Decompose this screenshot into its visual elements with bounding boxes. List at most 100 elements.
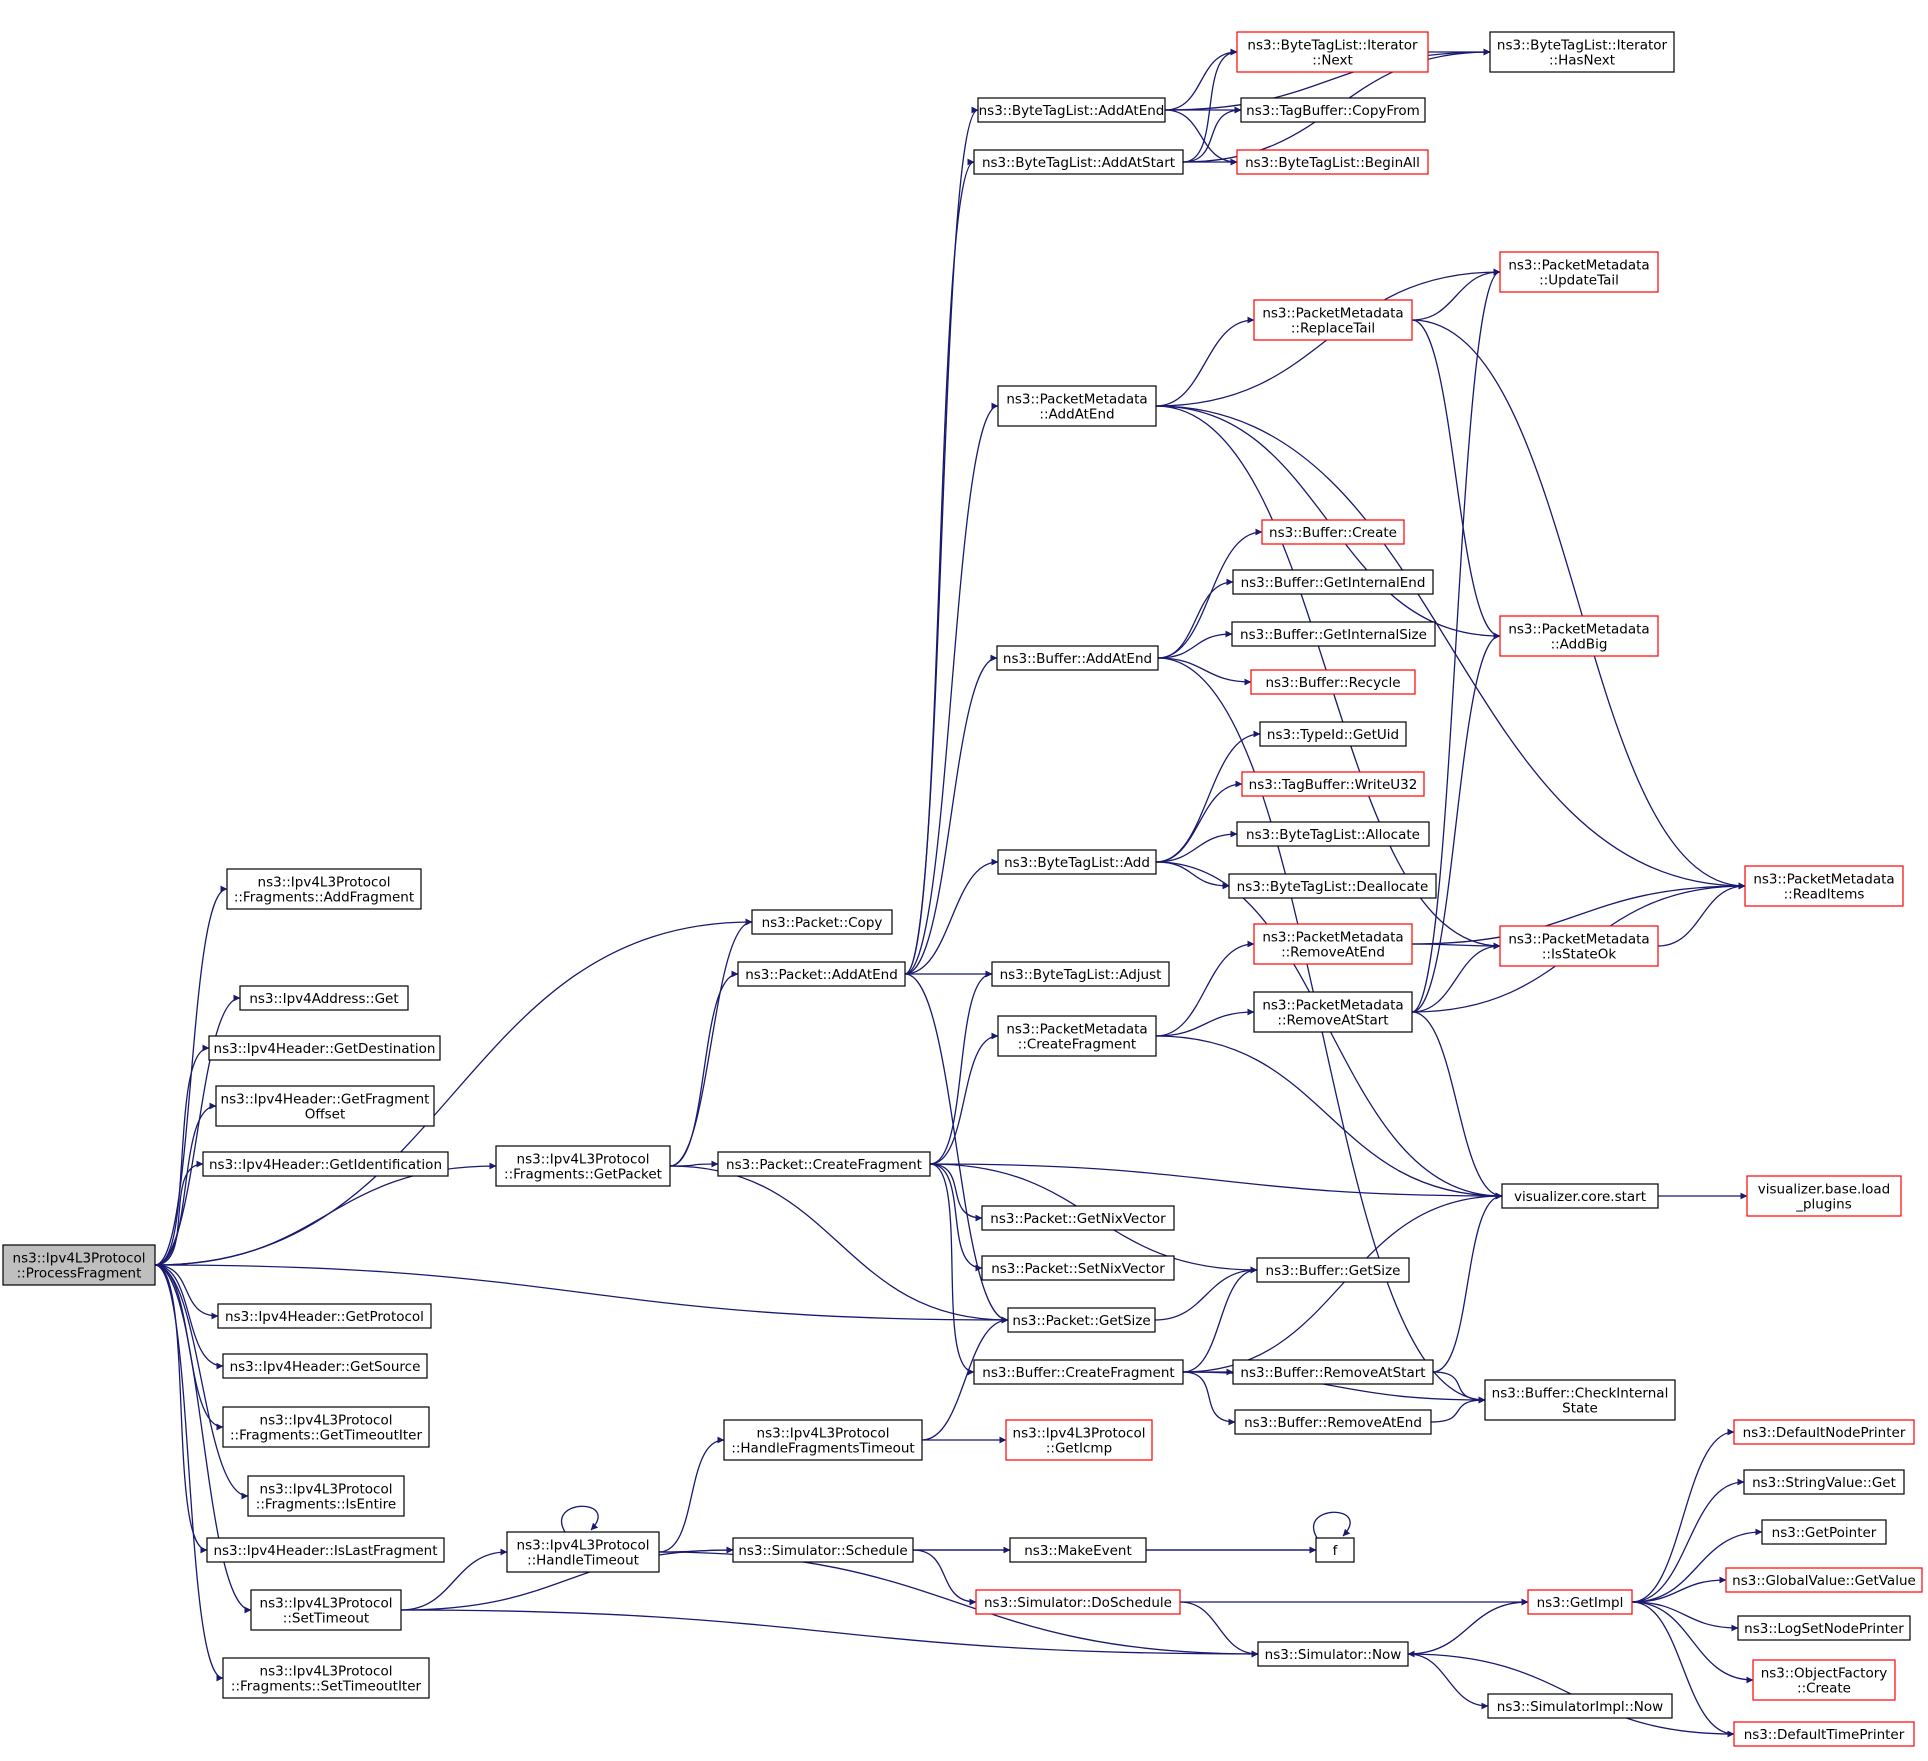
graph-node-pmRemoveAtStart[interactable]: ns3::PacketMetadata::RemoveAtStart [1253, 991, 1413, 1033]
graph-node-btlAdjust[interactable]: ns3::ByteTagList::Adjust [991, 961, 1170, 987]
graph-node-simDoSchedule[interactable]: ns3::Simulator::DoSchedule [975, 1589, 1181, 1615]
graph-node-setTimeoutIter[interactable]: ns3::Ipv4L3Protocol::Fragments::SetTimeo… [222, 1657, 430, 1699]
node-box [250, 1589, 402, 1631]
call-edge-bufRemoveAtStart-to-bufCheckInternalState [1432, 1371, 1486, 1404]
graph-node-bufGetInternalEnd[interactable]: ns3::Buffer::GetInternalEnd [1232, 569, 1434, 595]
graph-node-tbWriteU32[interactable]: ns3::TagBuffer::WriteU32 [1241, 771, 1425, 797]
graph-node-bufRemoveAtEnd[interactable]: ns3::Buffer::RemoveAtEnd [1234, 1409, 1432, 1435]
graph-node-bufCreate[interactable]: ns3::Buffer::Create [1261, 519, 1405, 545]
graph-node-pmIsStateOk[interactable]: ns3::PacketMetadata::IsStateOk [1499, 925, 1659, 967]
node-box [1489, 31, 1675, 73]
graph-node-getSource[interactable]: ns3::Ipv4Header::GetSource [222, 1353, 428, 1379]
node-box [217, 1303, 432, 1329]
call-edge-pmReplaceTail-to-pmUpdateTail [1411, 268, 1501, 321]
call-edge-pmRemoveAtStart-to-pmUpdateTail [1411, 268, 1501, 1013]
node-box [206, 1537, 445, 1563]
graph-node-ipv4AddrGet[interactable]: ns3::Ipv4Address::Get [239, 985, 409, 1011]
graph-node-btlAllocate[interactable]: ns3::ByteTagList::Allocate [1236, 821, 1430, 847]
graph-node-tbCopyFrom[interactable]: ns3::TagBuffer::CopyFrom [1240, 97, 1426, 123]
call-edge-root-to-pktGetSize [154, 1264, 1009, 1324]
node-label: ns3::Simulator::DoSchedule [984, 1595, 1172, 1611]
graph-node-getProtocol[interactable]: ns3::Ipv4Header::GetProtocol [217, 1303, 432, 1329]
graph-node-getTimeoutIter[interactable]: ns3::Ipv4L3Protocol::Fragments::GetTimeo… [222, 1406, 430, 1448]
node-box [1315, 1537, 1355, 1563]
graph-node-pmAddAtEnd[interactable]: ns3::PacketMetadata::AddAtEnd [997, 385, 1157, 427]
graph-node-getNixVector[interactable]: ns3::Packet::GetNixVector [981, 1205, 1175, 1231]
call-edge-pktAddAtEnd-to-btlAddAtEnd [904, 106, 979, 975]
graph-node-handleFragTimeout[interactable]: ns3::Ipv4L3Protocol::HandleFragmentsTime… [723, 1419, 923, 1461]
graph-node-logSetNodePrinter[interactable]: ns3::LogSetNodePrinter [1737, 1615, 1911, 1641]
node-box [239, 985, 409, 1011]
graph-node-addFragment[interactable]: ns3::Ipv4L3Protocol::Fragments::AddFragm… [226, 868, 422, 910]
node-label: ::UpdateTail [1539, 273, 1619, 289]
node-box [751, 909, 893, 935]
node-label: ns3::MakeEvent [1024, 1543, 1132, 1559]
graph-node-getIdentification[interactable]: ns3::Ipv4Header::GetIdentification [202, 1151, 449, 1177]
graph-node-vizLoadPlugins[interactable]: visualizer.base.load_plugins [1746, 1175, 1902, 1217]
node-box [1234, 1409, 1432, 1435]
graph-node-simImplNow[interactable]: ns3::SimulatorImpl::Now [1487, 1693, 1673, 1719]
graph-node-pktCreateFragment[interactable]: ns3::Packet::CreateFragment [717, 1151, 931, 1177]
graph-node-makeEvent[interactable]: ns3::MakeEvent [1009, 1537, 1147, 1563]
call-edge-setTimeout-to-simSchedule [400, 1546, 734, 1611]
graph-node-itHasNext[interactable]: ns3::ByteTagList::Iterator::HasNext [1489, 31, 1675, 73]
node-label: ns3::PacketMetadata [1508, 622, 1649, 638]
graph-node-getDestination[interactable]: ns3::Ipv4Header::GetDestination [208, 1035, 441, 1061]
graph-node-pmAddBig[interactable]: ns3::PacketMetadata::AddBig [1499, 615, 1659, 657]
graph-node-bufRemoveAtStart[interactable]: ns3::Buffer::RemoveAtStart [1232, 1359, 1434, 1385]
node-box [1499, 925, 1659, 967]
graph-node-getPointer[interactable]: ns3::GetPointer [1761, 1519, 1887, 1545]
graph-node-pmRemoveAtEnd[interactable]: ns3::PacketMetadata::RemoveAtEnd [1253, 923, 1413, 965]
graph-node-btlAdd[interactable]: ns3::ByteTagList::Add [997, 849, 1157, 875]
graph-node-fragGetPacket[interactable]: ns3::Ipv4L3Protocol::Fragments::GetPacke… [495, 1145, 671, 1187]
graph-node-pmReadItems[interactable]: ns3::PacketMetadata::ReadItems [1744, 865, 1904, 907]
graph-node-defaultTimePrinter[interactable]: ns3::DefaultTimePrinter [1733, 1721, 1915, 1747]
node-label: ::AddAtEnd [1039, 407, 1114, 423]
graph-node-pmUpdateTail[interactable]: ns3::PacketMetadata::UpdateTail [1499, 251, 1659, 293]
graph-node-setNixVector[interactable]: ns3::Packet::SetNixVector [981, 1255, 1175, 1281]
graph-node-bufGetInternalSize[interactable]: ns3::Buffer::GetInternalSize [1231, 621, 1436, 647]
graph-node-vizCoreStart[interactable]: visualizer.core.start [1501, 1183, 1659, 1209]
graph-node-btlDeallocate[interactable]: ns3::ByteTagList::Deallocate [1228, 873, 1437, 899]
graph-node-simNow[interactable]: ns3::Simulator::Now [1257, 1641, 1409, 1667]
graph-node-pktAddAtEnd[interactable]: ns3::Packet::AddAtEnd [737, 961, 906, 987]
call-edge-simNow-to-getImpl [1407, 1598, 1529, 1655]
call-edge-root-to-setTimeout [154, 1264, 252, 1614]
graph-node-getImpl[interactable]: ns3::GetImpl [1527, 1589, 1633, 1615]
graph-node-pmReplaceTail[interactable]: ns3::PacketMetadata::ReplaceTail [1253, 299, 1413, 341]
graph-node-btlAddAtEnd[interactable]: ns3::ByteTagList::AddAtEnd [977, 97, 1166, 123]
graph-node-bufCreateFragment[interactable]: ns3::Buffer::CreateFragment [973, 1359, 1184, 1385]
call-edge-btlAddAtEnd-to-btlBeginAll [1164, 109, 1238, 166]
graph-node-pktCopy[interactable]: ns3::Packet::Copy [751, 909, 893, 935]
graph-node-btlAddAtStart[interactable]: ns3::ByteTagList::AddAtStart [973, 149, 1184, 175]
call-edge-btlAdd-to-btlDeallocate [1155, 861, 1230, 890]
graph-node-objectFactoryCreate[interactable]: ns3::ObjectFactory::Create [1752, 1659, 1896, 1701]
graph-node-root: ns3::Ipv4L3Protocol::ProcessFragment [2, 1244, 156, 1286]
graph-node-setTimeout[interactable]: ns3::Ipv4L3Protocol::SetTimeout [250, 1589, 402, 1631]
graph-node-simSchedule[interactable]: ns3::Simulator::Schedule [732, 1537, 914, 1563]
graph-node-typeIdGetUid[interactable]: ns3::TypeId::GetUid [1259, 721, 1407, 747]
node-box [208, 1035, 441, 1061]
graph-node-pmCreateFragment[interactable]: ns3::PacketMetadata::CreateFragment [997, 1015, 1157, 1057]
graph-node-btlBeginAll[interactable]: ns3::ByteTagList::BeginAll [1236, 149, 1429, 175]
graph-node-defaultNodePrinter[interactable]: ns3::DefaultNodePrinter [1733, 1419, 1915, 1445]
graph-node-isLastFragment[interactable]: ns3::Ipv4Header::IsLastFragment [206, 1537, 445, 1563]
node-box [1253, 923, 1413, 965]
call-edge-handleFragTimeout-to-pktGetSize [921, 1316, 1009, 1441]
graph-node-bufRecycle[interactable]: ns3::Buffer::Recycle [1250, 669, 1416, 695]
node-label: ns3::Ipv4L3Protocol [13, 1251, 146, 1267]
graph-node-itNext[interactable]: ns3::ByteTagList::Iterator::Next [1236, 31, 1429, 73]
graph-node-globalValueGetValue[interactable]: ns3::GlobalValue::GetValue [1725, 1567, 1923, 1593]
graph-node-pktGetSize[interactable]: ns3::Packet::GetSize [1007, 1307, 1156, 1333]
graph-node-handleTimeout[interactable]: ns3::Ipv4L3Protocol::HandleTimeout [506, 1531, 660, 1573]
graph-node-getIcmp[interactable]: ns3::Ipv4L3Protocol::GetIcmp [1005, 1419, 1153, 1461]
graph-node-stringValueGet[interactable]: ns3::StringValue::Get [1743, 1469, 1905, 1495]
graph-node-bufAddAtEnd[interactable]: ns3::Buffer::AddAtEnd [996, 645, 1159, 671]
call-edge-setTimeout-to-handleTimeout [400, 1548, 508, 1611]
graph-node-isEntire[interactable]: ns3::Ipv4L3Protocol::Fragments::IsEntire [247, 1475, 405, 1517]
node-box [732, 1537, 914, 1563]
graph-node-bufGetSize[interactable]: ns3::Buffer::GetSize [1256, 1257, 1410, 1283]
graph-node-f[interactable]: f [1315, 1537, 1355, 1563]
